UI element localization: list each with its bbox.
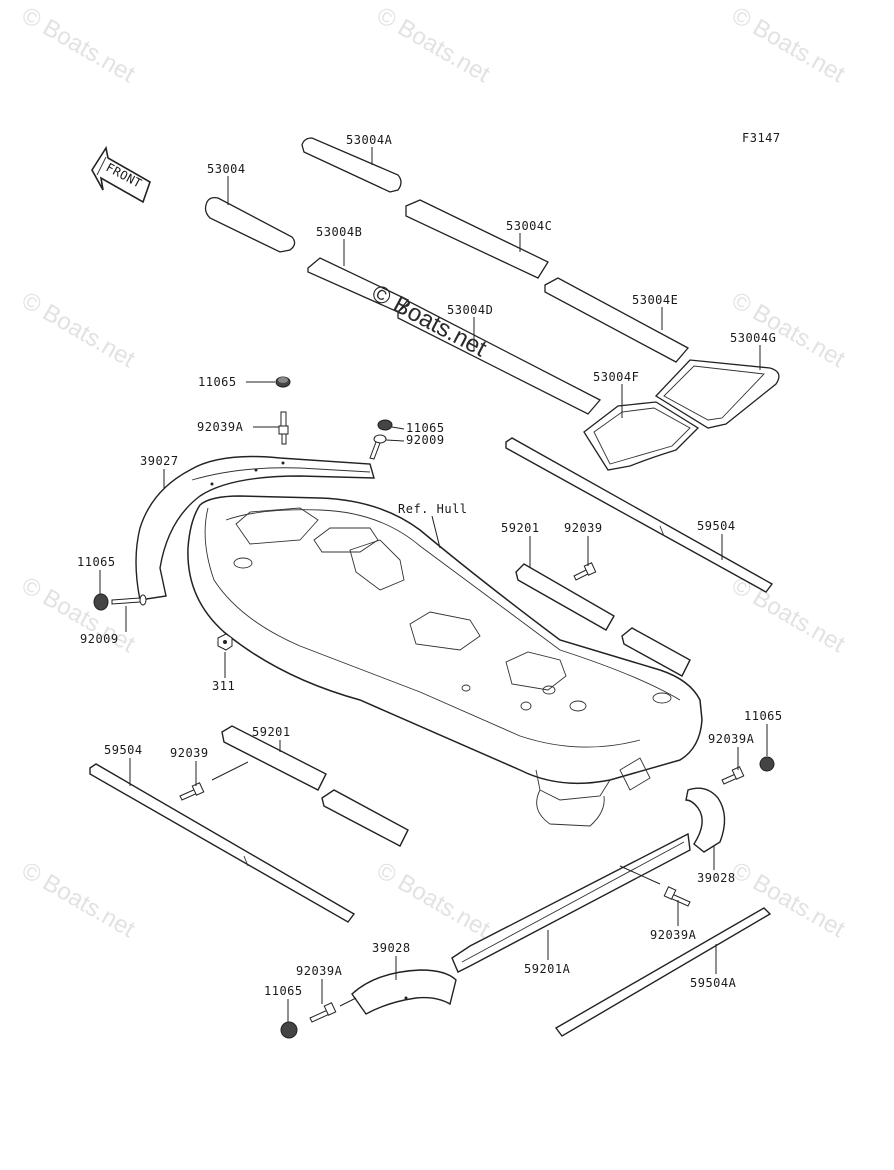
pin-92039-right: [573, 562, 597, 581]
label-92009-left: 92009: [80, 632, 119, 646]
grommet-11065-top: [275, 376, 291, 388]
rail-59201-right: [515, 563, 691, 677]
mat-53004E: [544, 277, 690, 363]
mat-53004: [204, 197, 296, 253]
label-92039A-right: 92039A: [708, 732, 755, 746]
screw-92009-mid: [369, 434, 387, 460]
label-92039A-top: 92039A: [197, 420, 244, 434]
grommet-11065-left: [93, 593, 109, 611]
watermark: © Boats.net: [17, 857, 140, 943]
grommet-11065-right: [759, 756, 775, 772]
pin-92039A-right: [721, 766, 745, 785]
watermark: © Boats.net: [17, 572, 140, 658]
rail-59504-left: [89, 763, 356, 923]
label-53004D: 53004D: [447, 303, 493, 317]
label-11065-right: 11065: [744, 709, 783, 723]
label-92039A-bottom: 92039A: [296, 964, 343, 978]
label-53004A: 53004A: [346, 133, 393, 147]
label-11065-left: 11065: [77, 555, 116, 569]
label-92039A-lower: 92039A: [650, 928, 697, 942]
label-53004B: 53004B: [316, 225, 362, 239]
figure-code: F3147: [742, 131, 781, 145]
bumper-39028-bottom: [351, 969, 457, 1015]
watermark: © Boats.net: [372, 2, 495, 88]
label-59504-right: 59504: [697, 519, 736, 533]
label-53004F: 53004F: [593, 370, 639, 384]
pin-92039A-lower: [663, 886, 691, 907]
mat-53004D: [397, 301, 602, 415]
label-11065-mid: 11065: [406, 421, 445, 435]
pin-92039A-bottom: [309, 1002, 337, 1023]
bumper-39027: [135, 455, 375, 601]
watermark: © Boats.net: [727, 2, 850, 88]
grommet-11065-mid: [377, 419, 393, 431]
label-59201-right: 59201: [501, 521, 540, 535]
label-39027: 39027: [140, 454, 179, 468]
screw-92009-left: [111, 594, 147, 606]
label-59201A: 59201A: [524, 962, 571, 976]
mat-53004C: [405, 199, 549, 279]
label-92039-right: 92039: [564, 521, 603, 535]
pin-92039A-top: [278, 411, 289, 445]
label-92039-left: 92039: [170, 746, 209, 760]
label-53004: 53004: [207, 162, 246, 176]
label-59504-left: 59504: [104, 743, 143, 757]
mat-53004G: [654, 359, 780, 429]
label-59504A: 59504A: [690, 976, 737, 990]
label-11065-bottom: 11065: [264, 984, 303, 998]
rail-59504-right: [505, 437, 774, 593]
label-53004G: 53004G: [730, 331, 776, 345]
label-39028-right: 39028: [697, 871, 736, 885]
front-arrow-icon: FRONT: [91, 145, 151, 204]
rail-59504A: [554, 907, 772, 1037]
hull-body: [187, 495, 703, 827]
watermark: © Boats.net: [727, 857, 850, 943]
grommet-11065-bottom: [280, 1021, 298, 1039]
watermark: © Boats.net: [372, 857, 495, 943]
label-53004C: 53004C: [506, 219, 552, 233]
watermark: © Boats.net: [727, 572, 850, 658]
mat-53004F: [583, 401, 700, 471]
label-11065-top: 11065: [198, 375, 237, 389]
watermark: © Boats.net: [17, 2, 140, 88]
label-59201-left: 59201: [252, 725, 291, 739]
watermark: © Boats.net: [17, 287, 140, 373]
bumper-39028-right: [685, 787, 726, 853]
mat-53004A: [301, 137, 402, 193]
label-39028-bottom: 39028: [372, 941, 411, 955]
rail-59201-left: [221, 725, 409, 847]
pin-92039-left: [179, 782, 205, 801]
nut-311: [217, 633, 233, 651]
rail-59201A: [451, 832, 691, 973]
label-311: 311: [212, 679, 235, 693]
label-92009-mid: 92009: [406, 433, 445, 447]
reference-hull-label: Ref. Hull: [398, 502, 468, 516]
center-watermark: © Boats.net: [367, 279, 491, 362]
mat-53004B: [307, 257, 410, 313]
label-53004E: 53004E: [632, 293, 678, 307]
